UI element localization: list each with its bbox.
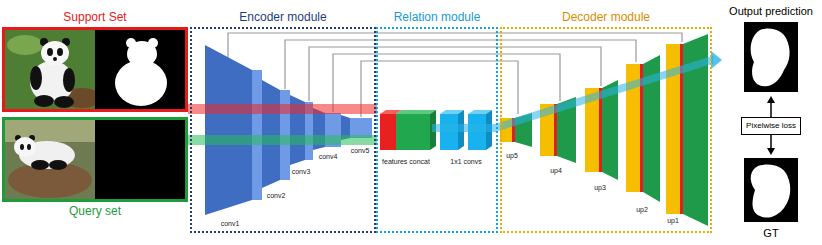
node-title: Encoder module	[239, 10, 326, 24]
panda-head	[14, 137, 36, 157]
layer-label: up2	[636, 206, 648, 214]
connector	[188, 140, 377, 141]
query-panel: Query set	[2, 117, 188, 202]
layer-group: features concat	[377, 104, 435, 168]
mask-shape	[751, 28, 790, 86]
panda-nose	[53, 57, 57, 61]
module-region: Decoder module	[500, 27, 712, 233]
node-title: Support Set	[63, 10, 126, 24]
output-panel: GT	[722, 155, 820, 242]
layer-label: up1	[667, 217, 679, 225]
layer-group: 1x1 convs	[437, 104, 495, 168]
concat-block	[396, 114, 430, 150]
background	[5, 120, 95, 142]
panda-eye	[47, 48, 53, 56]
skip-line	[309, 47, 601, 101]
layer-label: conv1	[221, 220, 240, 228]
layer-label: conv3	[292, 168, 311, 176]
module-region: Encoder module	[190, 27, 376, 233]
layer-label: up5	[506, 152, 518, 160]
layer-label: conv5	[351, 147, 370, 155]
panda-head	[41, 41, 69, 65]
node-title: features concat	[382, 158, 430, 166]
panda-eye	[27, 144, 31, 150]
panda-arm	[30, 66, 42, 90]
panda-arm	[63, 68, 75, 92]
layer-label: up4	[550, 167, 562, 175]
skip-line	[361, 61, 518, 117]
node-title: GT	[763, 227, 778, 240]
panda-eye	[57, 48, 63, 56]
panda-leg	[34, 95, 54, 107]
loss-label: Pixelwise loss	[741, 117, 801, 135]
flow-band	[495, 56, 712, 132]
encoder-blocks	[205, 45, 372, 215]
layer-label: up3	[594, 184, 606, 192]
up-block	[599, 88, 602, 172]
foliage	[7, 35, 43, 55]
support-mask	[95, 30, 185, 109]
mask-shape	[751, 164, 791, 217]
node-title: Decoder module	[562, 10, 650, 24]
connector-line	[188, 135, 377, 145]
node-title: Query set	[69, 204, 121, 218]
layer-label: conv4	[319, 153, 338, 161]
connector-line	[188, 104, 377, 114]
panda-leg	[54, 96, 74, 108]
support-panel: Support Set	[2, 27, 188, 112]
query-photo	[5, 120, 95, 199]
arrowhead	[711, 51, 722, 69]
support-photo	[5, 30, 102, 109]
node-title: Relation module	[394, 10, 481, 24]
connector	[711, 51, 722, 69]
concat-block	[396, 110, 436, 114]
concat-block	[380, 114, 396, 150]
skip-line	[333, 54, 560, 112]
node-title: Output prediction	[729, 5, 813, 18]
panda-leg	[31, 160, 49, 170]
connector	[188, 109, 377, 110]
node-title: 1x1 convs	[450, 158, 482, 166]
background	[5, 120, 95, 199]
prediction-mask	[744, 22, 798, 92]
mask-ground	[95, 30, 185, 109]
panda-eye	[20, 144, 24, 150]
conv-block	[262, 80, 280, 188]
output-panel: Output prediction	[722, 4, 820, 96]
gt-mask	[744, 158, 798, 222]
flow-band	[432, 124, 495, 132]
arrowhead	[767, 96, 775, 103]
decoder-blocks	[500, 34, 708, 226]
query-mask	[95, 120, 185, 199]
arrowhead	[767, 148, 775, 155]
mask-shape	[115, 60, 167, 106]
conv-block	[205, 45, 252, 215]
layer-label: conv2	[267, 192, 286, 200]
module-region: Relation modulefeatures concat1x1 convs	[376, 27, 498, 233]
panda-leg	[49, 160, 67, 170]
